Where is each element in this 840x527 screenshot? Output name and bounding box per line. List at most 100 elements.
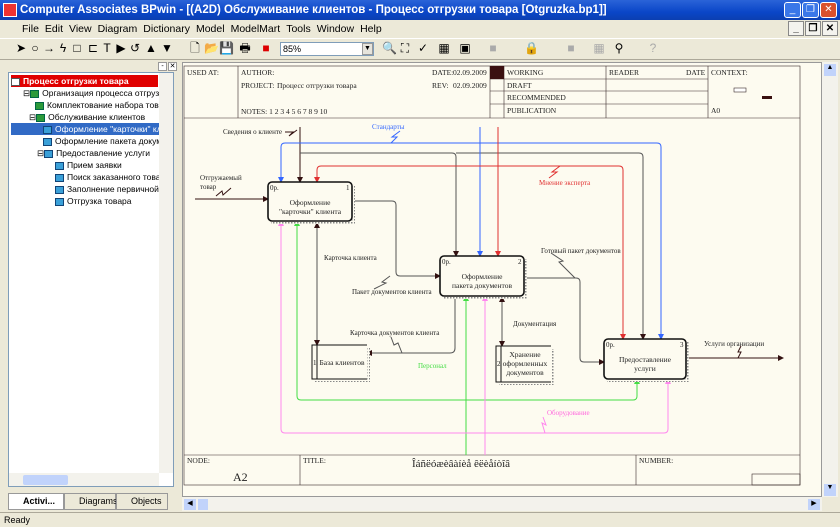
status-working: WORKING: [507, 68, 544, 77]
tree-vscrollbar[interactable]: [159, 73, 173, 473]
arrow-info-branch3[interactable]: [456, 152, 646, 340]
tab-label: Objects: [131, 496, 162, 506]
activity-box-3[interactable]: [603, 338, 687, 380]
label-input: товар: [200, 183, 217, 191]
activity-tool-icon[interactable]: ○: [31, 41, 39, 55]
pointer-tool-icon[interactable]: ➤: [15, 41, 27, 55]
store-2-title: Хранение: [509, 350, 541, 359]
activity-box-2[interactable]: [439, 255, 525, 297]
activity-box-1[interactable]: [267, 181, 353, 222]
model-explorer-icon[interactable]: ▣: [459, 41, 471, 55]
chevron-down-icon[interactable]: ▼: [362, 43, 373, 55]
play-icon[interactable]: ▶: [116, 41, 126, 55]
tree-toggle-icon[interactable]: ▦: [438, 41, 450, 55]
tree-hscrollbar[interactable]: [9, 473, 159, 486]
arrow-equipment-3[interactable]: [485, 378, 671, 434]
datastore-2[interactable]: [496, 346, 551, 382]
scroll-left-button[interactable]: ◀: [184, 499, 196, 510]
datastore-tool-icon[interactable]: ⊏: [87, 41, 99, 55]
tree-item[interactable]: Прием заявки: [55, 159, 122, 171]
tree-item[interactable]: Комплектование набора товаров: [35, 99, 173, 111]
menu-file[interactable]: File: [22, 23, 39, 35]
squiggle-tool-icon[interactable]: ϟ: [59, 41, 67, 55]
tab-objects[interactable]: Objects: [116, 493, 168, 510]
spellcheck-icon[interactable]: ✓: [417, 41, 429, 55]
menu-tools[interactable]: Tools: [286, 23, 311, 35]
datastore-1[interactable]: [312, 345, 367, 379]
doc-restore-button[interactable]: ❐: [805, 21, 821, 36]
doc-close-button[interactable]: ✕: [822, 21, 838, 36]
arrow-staff-3[interactable]: [466, 378, 640, 401]
minimize-button[interactable]: _: [784, 2, 801, 18]
date-value: 02.09.2009: [453, 68, 487, 77]
down-icon[interactable]: ▼: [161, 41, 173, 55]
tab-activities[interactable]: Activi...: [8, 493, 64, 510]
close-button[interactable]: ✕: [820, 2, 837, 18]
arrow-ready[interactable]: [524, 277, 605, 365]
tree-item-root[interactable]: Процесс отгрузки товара: [11, 75, 158, 87]
arrow-standards-3[interactable]: [480, 142, 664, 340]
activity-icon: [43, 137, 52, 146]
arrow-info-branch2[interactable]: [300, 152, 459, 257]
tree-label: Процесс отгрузки товара: [23, 76, 129, 86]
tree-item[interactable]: ⊟Обслуживание клиентов: [29, 112, 146, 122]
tree-item[interactable]: Отгрузка товара: [55, 195, 132, 207]
scroll-right-button[interactable]: ▶: [808, 499, 820, 510]
label-standards: Стандарты: [372, 123, 405, 131]
menu-window[interactable]: Window: [316, 23, 355, 35]
arrow-package[interactable]: [352, 200, 441, 279]
arrow-equipment-1[interactable]: [278, 220, 485, 434]
doc-minimize-button[interactable]: _: [788, 21, 804, 36]
box-2-number: 2: [518, 258, 522, 266]
save-icon[interactable]: 💾: [219, 41, 234, 55]
tree-label: Оформление "карточки" клие: [55, 124, 172, 134]
report-icon[interactable]: ⚲: [614, 41, 624, 55]
tree-item[interactable]: Поиск заказанного товара: [55, 171, 170, 183]
tree-item[interactable]: Заполнение первичной док: [55, 183, 173, 195]
menu-help[interactable]: Help: [360, 23, 382, 35]
store-1-title: База клиентов: [319, 358, 364, 367]
panel-close-button[interactable]: ✕: [168, 62, 177, 71]
hscroll-thumb[interactable]: [198, 499, 208, 510]
tree-item[interactable]: ⊟Организация процесса отгрузки тов: [23, 87, 173, 99]
menu-dictionary[interactable]: Dictionary: [143, 23, 190, 35]
scroll-down-button[interactable]: ▼: [824, 484, 836, 496]
zoom-select[interactable]: 85%: [280, 42, 374, 56]
tree-item[interactable]: ⊟Предоставление услуги: [37, 148, 150, 158]
menu-view[interactable]: View: [69, 23, 92, 35]
zoom-fit-icon[interactable]: ⛶: [400, 41, 410, 55]
new-icon[interactable]: 🗋: [190, 41, 200, 55]
arrow-card-docs[interactable]: [366, 296, 456, 356]
panel-pin-button[interactable]: -: [158, 62, 167, 71]
print-icon[interactable]: 🖶: [239, 41, 251, 55]
restore-button[interactable]: ❐: [802, 2, 819, 18]
arrow-tool-icon[interactable]: →: [43, 41, 55, 55]
tree-scroll-thumb[interactable]: [23, 475, 68, 485]
horizontal-scrollbar[interactable]: [182, 497, 822, 511]
undo-icon[interactable]: ↺: [129, 41, 141, 55]
color-icon[interactable]: ■: [262, 41, 270, 55]
menu-model[interactable]: Model: [195, 23, 225, 35]
rev-value: 02.09.2009: [453, 81, 487, 90]
zoom-in-icon[interactable]: 🔍: [382, 41, 397, 55]
menu-modelmart[interactable]: ModelMart: [230, 23, 281, 35]
tab-diagrams[interactable]: Diagrams: [64, 493, 118, 510]
arrow-standards-1[interactable]: [278, 142, 480, 183]
text-tool-icon[interactable]: T: [103, 41, 111, 55]
tree-item[interactable]: Оформление пакета документ: [43, 135, 173, 147]
open-icon[interactable]: 📂: [204, 41, 219, 55]
up-icon[interactable]: ▲: [145, 41, 157, 55]
scroll-up-button[interactable]: ▲: [824, 64, 836, 76]
activity-tree: Процесс отгрузки товара ⊟Организация про…: [8, 72, 174, 487]
label-card: Карточка клиента: [324, 254, 378, 262]
app-icon[interactable]: [3, 3, 17, 17]
vertical-scrollbar[interactable]: [822, 62, 838, 497]
arrow-expert-1[interactable]: [314, 165, 498, 183]
menu-diagram[interactable]: Diagram: [97, 23, 138, 35]
box-tool-icon[interactable]: □: [73, 41, 81, 55]
tree-item-selected[interactable]: Оформление "карточки" клие: [11, 123, 173, 135]
menu-edit[interactable]: Edit: [44, 23, 64, 35]
arrow-staff-1[interactable]: [294, 220, 466, 401]
box-2-title: пакета документов: [452, 281, 512, 290]
arrow-expert-3[interactable]: [498, 165, 626, 340]
